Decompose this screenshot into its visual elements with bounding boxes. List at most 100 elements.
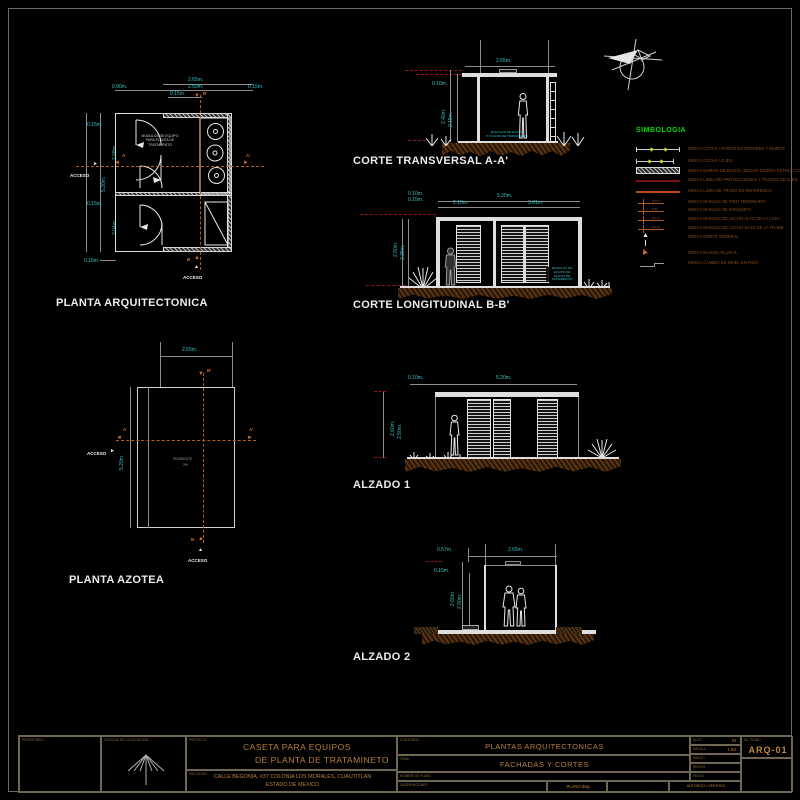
- dim-line: [100, 260, 116, 261]
- sheet-number: ARQ-01: [748, 745, 788, 755]
- roof-note: 2%: [183, 463, 188, 467]
- section-axis-b: [203, 373, 204, 543]
- roof-slab: [462, 73, 557, 77]
- post: [493, 221, 496, 288]
- meta-label: FECHA: [693, 774, 704, 778]
- access-label: ACCESO: [183, 275, 203, 280]
- view-title: PLANTA ARQUITECTONICA: [56, 297, 208, 309]
- wall-edge: [435, 397, 436, 458]
- roof-vent: [505, 561, 521, 565]
- dim-label: 2.65m.: [182, 347, 198, 353]
- louver-door: [456, 225, 481, 283]
- louver-door: [537, 399, 558, 458]
- wall: [555, 565, 557, 630]
- section-arrow-icon: ▲: [198, 536, 204, 542]
- plan-graphics: [135, 117, 231, 246]
- titleblock-empty-cell: [741, 758, 793, 792]
- ext-line: [468, 548, 469, 562]
- dim-line: [86, 113, 87, 252]
- grass-icon: [556, 132, 585, 146]
- roof-beam: [436, 217, 582, 221]
- wall-hatch: [115, 192, 232, 196]
- legend-label: INDICA NIVELES DE LECHO ALTO DE LA LOSA: [688, 216, 781, 221]
- ref-line: [374, 391, 386, 392]
- section-letter: A': [246, 153, 251, 158]
- dim-line: [438, 201, 580, 202]
- dim-line: [163, 84, 253, 85]
- line-symbol-icon: [636, 180, 680, 182]
- dim-label: 2.60m.: [393, 241, 399, 257]
- ground-line: [458, 141, 558, 143]
- curb: [414, 627, 438, 634]
- cell-label: CROQUIS DE LOCALIZACION: [104, 738, 149, 742]
- section-arrow-icon: ▼: [198, 371, 204, 377]
- dim-line: [410, 384, 577, 385]
- meta-label: DIBUJO: [693, 756, 705, 760]
- dim-line: [468, 556, 557, 557]
- door-stile: [523, 225, 526, 283]
- dim-line: [402, 219, 403, 288]
- dim-label: 2.50m.: [397, 423, 403, 439]
- diamond: [649, 147, 654, 152]
- legend-label: INDICA NIVELES DE PISO TERMINADO: [688, 199, 766, 204]
- content-title: PLANTAS ARQUITECTONICAS: [485, 742, 604, 751]
- address-line: ESTADO DE MEXICO: [265, 782, 320, 788]
- dim-line: [100, 113, 101, 252]
- legend-label: INDICA LINEA DE TRAZO DE REFERENCIA: [688, 188, 773, 193]
- wall-symbol-icon: [636, 167, 680, 174]
- cell-label: OBSERVACIONES: [400, 783, 428, 787]
- north-arrow-icon: [127, 754, 165, 785]
- level-tag: N.L.B.: [652, 225, 661, 229]
- level-cross: [643, 207, 644, 215]
- person-couple-figure: [502, 585, 527, 627]
- meta-value: M: [732, 738, 736, 743]
- step-riser: [654, 263, 655, 267]
- ref-line: [416, 74, 462, 75]
- legend-label: INDICA NIVELES DE LECHO BAJO DE LA TRABE: [688, 225, 784, 230]
- ext-line: [160, 342, 161, 387]
- access-label: ACCESO: [188, 558, 208, 563]
- ladder: [550, 82, 556, 142]
- titleblock-meta-row: ESCALA 1:50: [690, 745, 741, 754]
- ground-line: [400, 286, 610, 288]
- dim-label: 0.10m.: [434, 568, 450, 574]
- post: [578, 217, 582, 288]
- person-figure: [449, 414, 460, 456]
- planter-box: [462, 625, 479, 630]
- meta-value: 1:50: [727, 747, 736, 752]
- dim-label: 2.40m.: [441, 108, 447, 124]
- dim-line: [465, 66, 555, 67]
- section-letter: A: [123, 427, 127, 432]
- cell-label: TEMA: [400, 757, 409, 761]
- titleblock-address-cell: UBICACION CALLE BEGONIA, #37 COLONIA LOS…: [186, 770, 397, 792]
- section-axis-a: [76, 166, 264, 167]
- tick: [673, 159, 674, 164]
- cell-label: NOMBRE DE PLANO: [400, 774, 431, 778]
- step-tread: [654, 263, 664, 264]
- dim-label: 0.57m.: [437, 547, 453, 553]
- legend-label: INDICA CAMBIO DE NIVEL EN PISO: [688, 260, 758, 265]
- wall: [546, 77, 549, 142]
- access-arrow-icon: ►: [93, 161, 98, 167]
- dim-label: 2.50m.: [457, 593, 463, 609]
- cell-label: PROPIETARIO: [22, 738, 44, 742]
- dim-label: 5.20m.: [496, 375, 512, 381]
- dim-label: 2.60m.: [390, 420, 396, 436]
- tick: [636, 147, 637, 152]
- level-symbol-icon: [638, 203, 664, 204]
- dim-label: 0.10m.: [432, 81, 448, 87]
- level-symbol-icon: [638, 211, 664, 212]
- titleblock-meta-row: DIBUJO: [690, 754, 741, 763]
- legend-label: INDICA COTAS A EJES: [688, 158, 733, 163]
- section-letter: B': [203, 91, 208, 96]
- cell-label: PROYECTO: [189, 738, 207, 742]
- section-arrow-icon: ▲: [194, 255, 200, 261]
- titleblock-observations-cell: OBSERVACIONES: [397, 781, 547, 792]
- dim-line: [438, 207, 580, 208]
- dim-label: 5.20m.: [497, 193, 513, 199]
- section-axis-b: [200, 95, 201, 270]
- titleblock-sketch-cell: CROQUIS DE LOCALIZACION: [101, 736, 186, 792]
- ref-line: [426, 561, 442, 562]
